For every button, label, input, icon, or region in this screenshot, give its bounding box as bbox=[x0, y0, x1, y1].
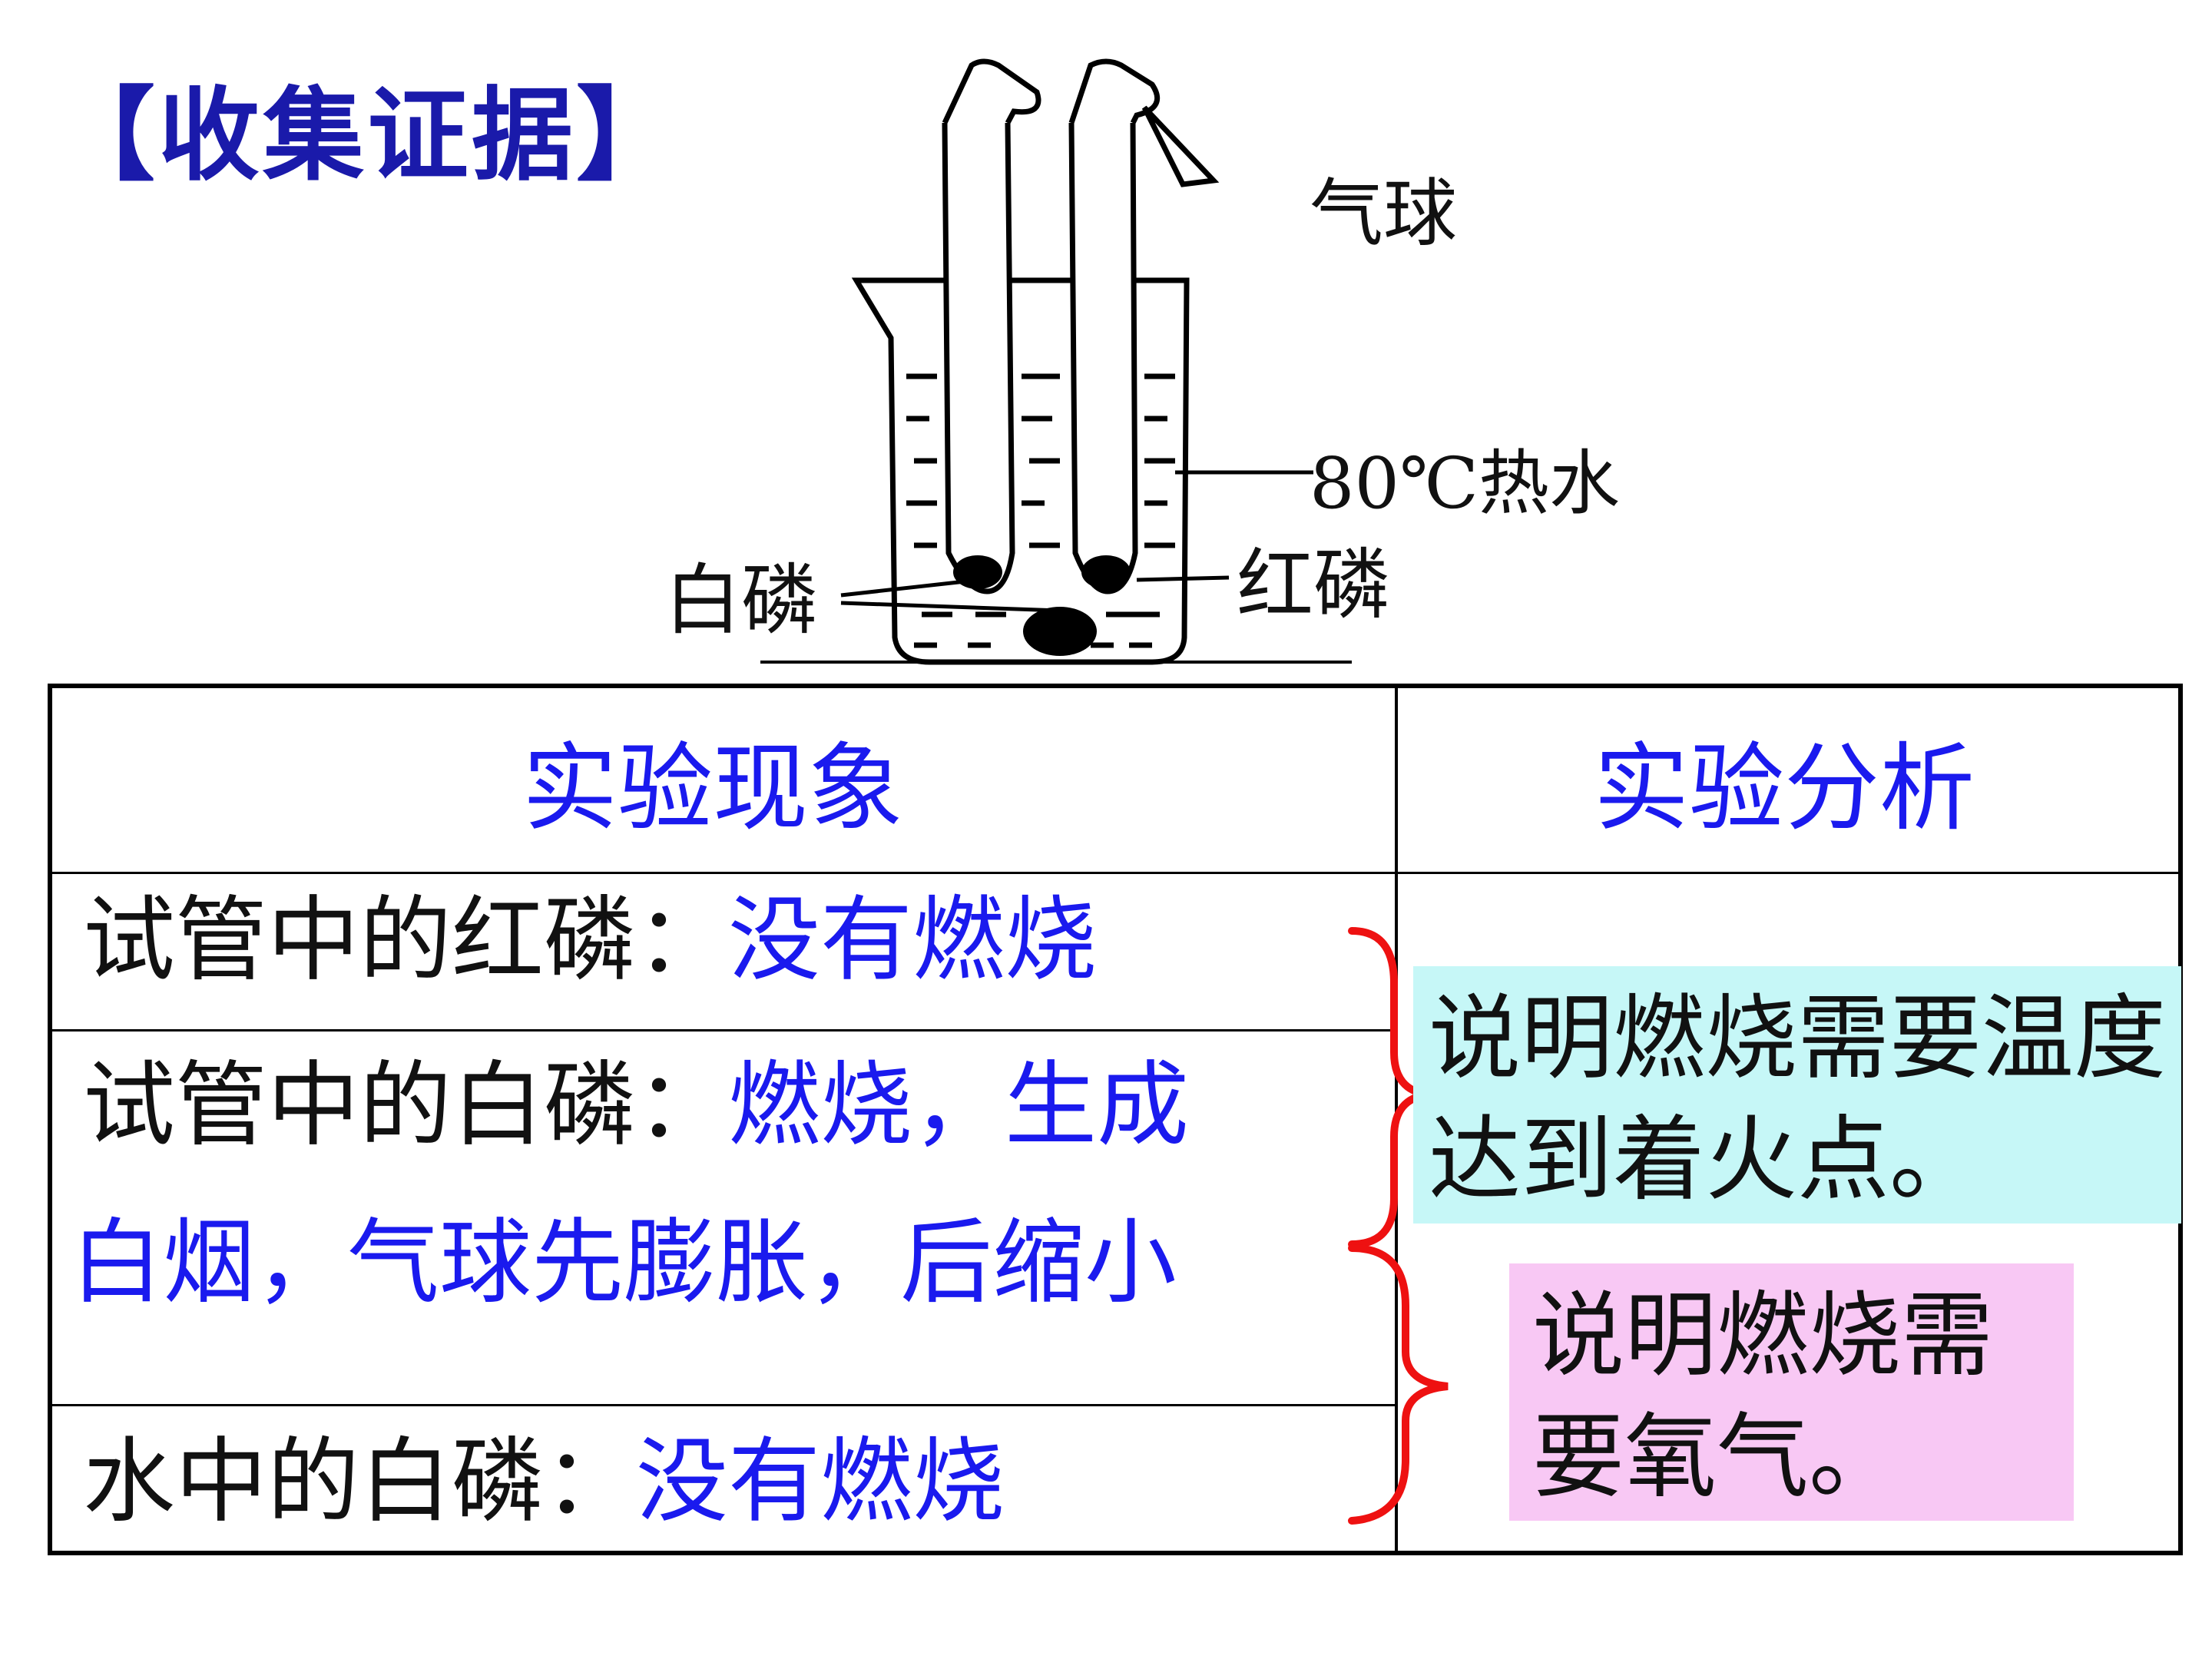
header-phenomenon: 实验现象 bbox=[522, 733, 904, 844]
label-white-phosphorus: 白磷 bbox=[664, 555, 818, 645]
row-white-phosphorus-water: 水中的白磷：没有燃烧 bbox=[83, 1436, 1005, 1528]
white-p-leader bbox=[840, 578, 1061, 613]
table-row-divider bbox=[48, 1029, 1396, 1031]
red-p-leader bbox=[1136, 575, 1230, 582]
analysis-temperature: 说明燃烧需要温度达到着火点。 bbox=[1413, 966, 2181, 1224]
white-phosphorus-water bbox=[1023, 607, 1097, 656]
row-prefix: 水中的白磷： bbox=[83, 1429, 636, 1535]
apparatus-diagram bbox=[760, 58, 1352, 665]
row-result-continued: 白烟，气球先膨胀，后缩小 bbox=[71, 1210, 1177, 1316]
header-analysis: 实验分析 bbox=[1594, 733, 1975, 844]
label-hot-water: 80℃热水 bbox=[1310, 442, 1620, 525]
analysis-oxygen: 说明燃烧需要氧气。 bbox=[1509, 1263, 2074, 1521]
page-title: 【收集证据】 bbox=[54, 77, 680, 195]
water-dashes bbox=[906, 373, 1175, 648]
label-red-phosphorus: 红磷 bbox=[1237, 540, 1390, 630]
balloon-pointer bbox=[1141, 105, 1220, 187]
row-red-phosphorus: 试管中的红磷：没有燃烧 bbox=[83, 895, 1097, 987]
table-header-divider bbox=[48, 872, 2183, 874]
row-white-phosphorus-tube: 试管中的白磷：燃烧，生成 bbox=[83, 1060, 1189, 1152]
row-result: 没有燃烧 bbox=[728, 887, 1097, 994]
row-prefix: 试管中的红磷： bbox=[83, 887, 728, 994]
lower-brace bbox=[1348, 1244, 1449, 1525]
balloon-left bbox=[942, 58, 1041, 124]
red-phosphorus-tube bbox=[1081, 555, 1131, 589]
label-balloon: 气球 bbox=[1310, 171, 1457, 257]
row-result: 燃烧，生成 bbox=[728, 1052, 1189, 1159]
table-row-divider bbox=[48, 1404, 1396, 1406]
white-phosphorus-tube bbox=[953, 555, 1002, 589]
row-prefix: 试管中的白磷： bbox=[83, 1052, 728, 1159]
row-result: 没有燃烧 bbox=[636, 1429, 1005, 1535]
